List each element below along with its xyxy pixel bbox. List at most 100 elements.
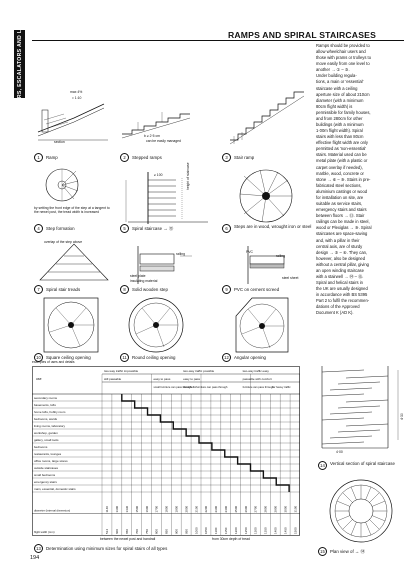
diameter-value: 2500 (234, 505, 238, 512)
body-line: fabricated steel sections, (316, 182, 362, 188)
tread-line (342, 519, 353, 530)
table-row-label: bedrooms, wards (34, 417, 58, 421)
width-value: 1300 (254, 527, 258, 534)
table-border (32, 366, 300, 536)
table-row-label: home lofts, hobby room (34, 410, 66, 414)
figure-number: 8 (120, 285, 129, 294)
figure-number: 5 (120, 224, 129, 233)
body-line: dations of the Approved (316, 304, 360, 310)
width-value: 1250 (244, 527, 248, 534)
insulating-label: insulating material (130, 279, 158, 283)
overlap-label: overlap of the step above (44, 240, 83, 244)
body-line: an open winding staircase (316, 267, 364, 273)
diameter-value: 1800 (165, 505, 169, 512)
table-row-label: gallery, small tools (34, 438, 59, 442)
figure-number: 6 (222, 224, 231, 233)
section-label: section (54, 140, 65, 144)
caption-text: Vertical section of spiral staircase (330, 461, 395, 466)
figure-number: 9 (222, 285, 231, 294)
stair-ramp-drawing (229, 91, 305, 145)
tread-line (369, 519, 380, 530)
figure-number: 13 (34, 544, 43, 553)
diameter-value: 1900 (174, 505, 178, 512)
angular-opening-drawing (235, 297, 289, 353)
figure-number: 14 (318, 461, 327, 470)
width-value: 1350 (264, 527, 268, 534)
table-row-label: restaurants, lounges (34, 452, 62, 456)
caption-text: Spiral stair treads (46, 287, 81, 292)
figure-number: 3 (222, 153, 231, 162)
body-line: those with prams or trolleys to (316, 55, 371, 61)
body-line: the UK are usually designed (316, 286, 368, 292)
tread-line (372, 500, 386, 507)
spiral-step (321, 393, 365, 397)
min-size-boundary (121, 394, 290, 492)
table-row-label: basements, lofts (34, 403, 56, 407)
table-foot-right: from 30cm depth of tread (212, 537, 250, 541)
diameter-value: 1140 (105, 506, 109, 513)
slope-ratio-label: ≈ 1:10 (72, 96, 82, 100)
width-value: 800 (155, 529, 159, 534)
diameter-value: 2800 (264, 505, 268, 512)
easily-managed-label: can be easily managed (146, 139, 181, 143)
body-line: Under building regula- (316, 73, 357, 79)
caption-text: Round ceiling opening (132, 355, 176, 360)
body-line: railings can be made in steel, (316, 219, 370, 225)
body-line: 1·00m flight width). Spiral (316, 128, 363, 134)
width-value: 900 (174, 529, 178, 534)
table-row-label: outside staircases (34, 466, 59, 470)
use-label: use (36, 377, 42, 381)
tread-line (350, 486, 357, 500)
width-value: 850 (165, 529, 169, 534)
header-top: two-way traffic possible (183, 369, 214, 373)
body-line: permitted as 'non-essential' (316, 146, 367, 152)
diameter-value: 1500 (135, 505, 139, 512)
header-top: two-way traffic easy (243, 369, 270, 373)
spiral-step (345, 375, 389, 379)
width-value: 1000 (194, 527, 198, 534)
tread-line (369, 492, 380, 503)
dim-400-label: 4·00 (336, 450, 343, 454)
caption-text: Steps are in wood, wrought iron or steel (234, 224, 312, 229)
diameter-value: 2000 (184, 505, 188, 512)
body-line: without a central pillar, giving (316, 261, 369, 267)
figure-number: 15 (318, 547, 327, 556)
wooden-step-drawing (137, 246, 192, 284)
tangent-note: by setting the front edge of the step at… (34, 206, 110, 214)
spiral-step (345, 423, 389, 427)
caption-text: Angular opening (234, 355, 266, 360)
title-rule (32, 40, 404, 41)
width-value: 1100 (214, 527, 218, 534)
steel-sheet-label: steel sheet (282, 276, 299, 280)
diameter-label: diameter (internal dimension) (34, 509, 70, 513)
width-value: 514 (105, 529, 109, 534)
width-value: 750 (145, 529, 149, 534)
diameter-value: 2900 (273, 505, 277, 512)
body-line: emergency stairs and stairs (316, 207, 367, 213)
header-sub2: for heavy traffic (272, 385, 291, 389)
body-line: effective flight width are only (316, 140, 368, 146)
table-row-label: workshop, garden (34, 431, 58, 435)
railing-label: railing (176, 252, 186, 256)
plan-view-drawing (329, 479, 393, 543)
body-line: in accordance with BS 5395 (316, 292, 368, 298)
body-line: central axis, are of sturdy (316, 243, 363, 249)
stepped-ramp-drawing (121, 112, 191, 139)
caption-text: Solid wooden step (132, 287, 168, 292)
diameter-value: 2400 (224, 505, 228, 512)
body-line: staircase with a ceiling (316, 85, 358, 91)
section-tab: STAIRS, ESCALATORS AND LIFTS (14, 17, 25, 111)
spiral-step (337, 429, 381, 433)
min-height-label: ≥ 100 (154, 173, 163, 177)
table-row-label: small bedrooms (34, 473, 56, 477)
table-row-label: living rooms, laboratory (34, 424, 66, 428)
steel-plate-label: steel plate (130, 274, 146, 278)
caption-text: Ramp (46, 155, 58, 160)
table-row-label: bedrooms (34, 445, 48, 449)
diameter-value: 1430 (125, 505, 129, 512)
